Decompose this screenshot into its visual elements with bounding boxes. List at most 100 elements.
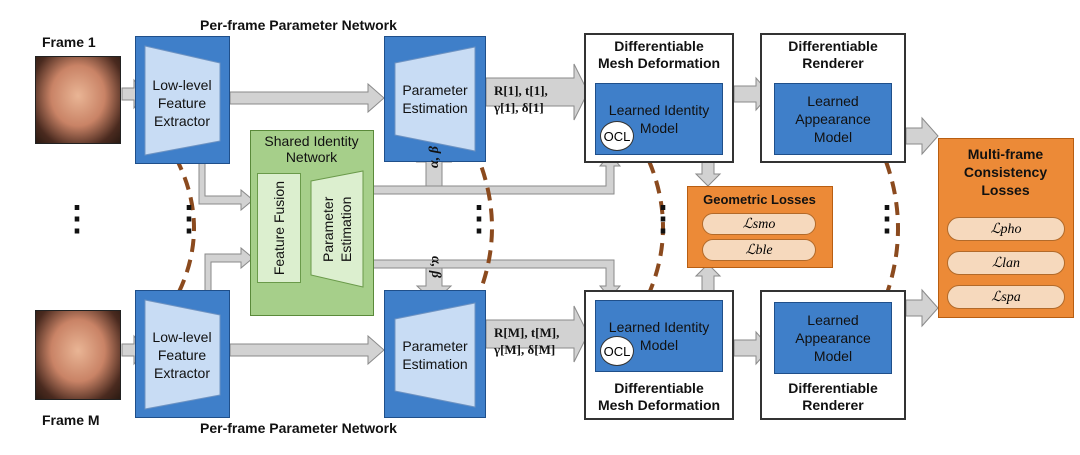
ellipsis-extractor: ⋮ xyxy=(172,200,206,238)
arrow-mesh-to-geometric xyxy=(694,159,722,187)
per-frame-title-top: Per-frame Parameter Network xyxy=(200,17,397,33)
appearance-line3: Model xyxy=(813,129,853,145)
loss-ble-pill: ℒble xyxy=(702,239,816,261)
params-bottom-line1: R[M], t[M], xyxy=(494,325,560,340)
param-line2: Estimation xyxy=(402,100,468,116)
shared-identity-title-line1: Shared Identity xyxy=(264,133,359,149)
renderer-bottom: Learned Appearance Model Differentiable … xyxy=(760,290,906,420)
appearance-line1: Learned xyxy=(807,93,859,109)
renderer-title-line1: Differentiable xyxy=(788,380,878,396)
shared-identity-network: Shared Identity Network Feature Fusion P… xyxy=(250,130,374,316)
feature-fusion-box: Feature Fusion xyxy=(257,173,301,283)
appearance-line3: Model xyxy=(813,348,853,364)
arrow-renderer-to-losses-bottom xyxy=(905,288,939,328)
param-line1: Parameter xyxy=(402,82,468,98)
mesh-title-line2: Mesh Deformation xyxy=(597,55,721,71)
arrow-params-to-mesh-top xyxy=(485,63,589,121)
alpha-beta-label-top: α, β xyxy=(427,146,442,168)
extractor-line3: Extractor xyxy=(153,365,210,381)
appearance-model-bottom: Learned Appearance Model xyxy=(774,302,892,374)
params-top-line1: R[1], t[1], xyxy=(494,83,548,98)
extractor-trapezoid-bottom xyxy=(144,299,221,410)
loss-lan-pill: ℒlan xyxy=(947,251,1065,275)
renderer-title-bottom: Differentiable Renderer xyxy=(762,380,904,414)
renderer-title-line1: Differentiable xyxy=(788,38,878,54)
per-frame-title-bottom: Per-frame Parameter Network xyxy=(200,420,397,436)
arrow-extractor-to-param-top xyxy=(229,82,385,114)
feature-extractor-bottom: Low-level Feature Extractor xyxy=(135,290,230,418)
dashed-arc-extractor xyxy=(174,157,196,299)
ellipsis-renderer: ⋮ xyxy=(870,200,904,238)
geometric-losses-box: Geometric Losses ℒsmo ℒble xyxy=(687,186,833,268)
frame-1-label: Frame 1 xyxy=(42,34,96,50)
params-label-bottom: R[M], t[M], γ[M], δ[M] xyxy=(494,324,578,358)
identity-line1: Learned Identity xyxy=(608,102,710,118)
extractor-line2: Feature xyxy=(157,95,207,111)
arrow-renderer-to-losses-top xyxy=(905,116,939,156)
extractor-line3: Extractor xyxy=(153,113,210,129)
mesh-title-bottom: Differentiable Mesh Deformation xyxy=(586,380,732,414)
identity-line2: Model xyxy=(639,337,679,353)
extractor-label-top: Low-level Feature Extractor xyxy=(142,63,222,143)
loss-pho-pill: ℒpho xyxy=(947,217,1065,241)
param-label-bottom: Parameter Estimation xyxy=(393,329,477,381)
frame-m-label: Frame M xyxy=(42,412,100,428)
parameter-estimation-top: Parameter Estimation xyxy=(384,36,486,162)
appearance-line1: Learned xyxy=(807,312,859,328)
frame-m-face-image xyxy=(35,310,121,400)
loss-smo-pill: ℒsmo xyxy=(702,213,816,235)
param-trapezoid-top xyxy=(394,46,476,152)
ellipsis-frames: ⋮ xyxy=(60,200,94,238)
params-top-line2: γ[1], δ[1] xyxy=(494,100,544,115)
parameter-estimation-bottom: Parameter Estimation xyxy=(384,290,486,418)
renderer-title-line2: Renderer xyxy=(802,55,864,71)
params-bottom-line2: γ[M], δ[M] xyxy=(494,342,556,357)
arrow-params-to-mesh-bottom xyxy=(485,305,589,363)
renderer-title-line2: Renderer xyxy=(802,397,864,413)
extractor-line2: Feature xyxy=(157,347,207,363)
mesh-title-line2: Mesh Deformation xyxy=(597,397,721,413)
appearance-model-top: Learned Appearance Model xyxy=(774,83,892,155)
geometric-losses-title: Geometric Losses xyxy=(703,192,816,207)
arrow-extractor-bottom-to-shared xyxy=(204,246,254,301)
appearance-line2: Appearance xyxy=(795,330,871,346)
mesh-title-line1: Differentiable xyxy=(614,380,704,396)
multi-frame-title-line3: Losses xyxy=(981,182,1030,198)
frame-1-face-image xyxy=(35,56,121,144)
renderer-title-top: Differentiable Renderer xyxy=(762,38,904,72)
multi-frame-losses-title: Multi-frame Consistency Losses xyxy=(939,145,1072,199)
mesh-deformation-bottom: Learned Identity Model OCL Differentiabl… xyxy=(584,290,734,420)
shared-identity-title-line2: Network xyxy=(285,149,338,165)
multi-frame-title-line2: Consistency xyxy=(963,164,1048,180)
feature-fusion-label: Feature Fusion xyxy=(271,180,287,276)
param-line2: Estimation xyxy=(402,356,468,372)
identity-line1: Learned Identity xyxy=(608,319,710,335)
multi-frame-title-line1: Multi-frame xyxy=(967,146,1044,162)
param-label-top: Parameter Estimation xyxy=(393,73,477,125)
param-trapezoid-bottom xyxy=(394,302,476,408)
shared-identity-title: Shared Identity Network xyxy=(251,133,372,165)
extractor-line1: Low-level xyxy=(152,329,212,345)
feature-extractor-top: Low-level Feature Extractor xyxy=(135,36,230,164)
ocl-badge-bottom: OCL xyxy=(600,336,634,366)
identity-line2: Model xyxy=(639,120,679,136)
param-line1: Parameter xyxy=(402,338,468,354)
parameter-estimation-trapezoid xyxy=(310,170,364,288)
mesh-deformation-top: Differentiable Mesh Deformation Learned … xyxy=(584,33,734,163)
extractor-trapezoid-top xyxy=(144,45,221,156)
multi-frame-losses-box: Multi-frame Consistency Losses ℒpho ℒlan… xyxy=(938,138,1074,318)
extractor-line1: Low-level xyxy=(152,77,212,93)
ellipsis-mesh: ⋮ xyxy=(646,200,680,238)
shared-param-estimation-label: Parameter Estimation xyxy=(320,196,354,262)
mesh-title-line1: Differentiable xyxy=(614,38,704,54)
alpha-beta-label-bottom: α, β xyxy=(428,256,443,278)
ocl-badge-top: OCL xyxy=(600,121,634,151)
extractor-label-bottom: Low-level Feature Extractor xyxy=(142,315,222,395)
appearance-line2: Appearance xyxy=(795,111,871,127)
renderer-top: Differentiable Renderer Learned Appearan… xyxy=(760,33,906,163)
mesh-title-top: Differentiable Mesh Deformation xyxy=(586,38,732,72)
params-label-top: R[1], t[1], γ[1], δ[1] xyxy=(494,82,578,116)
shared-param-estimation-box: Parameter Estimation xyxy=(311,181,363,277)
ellipsis-param: ⋮ xyxy=(462,200,496,238)
